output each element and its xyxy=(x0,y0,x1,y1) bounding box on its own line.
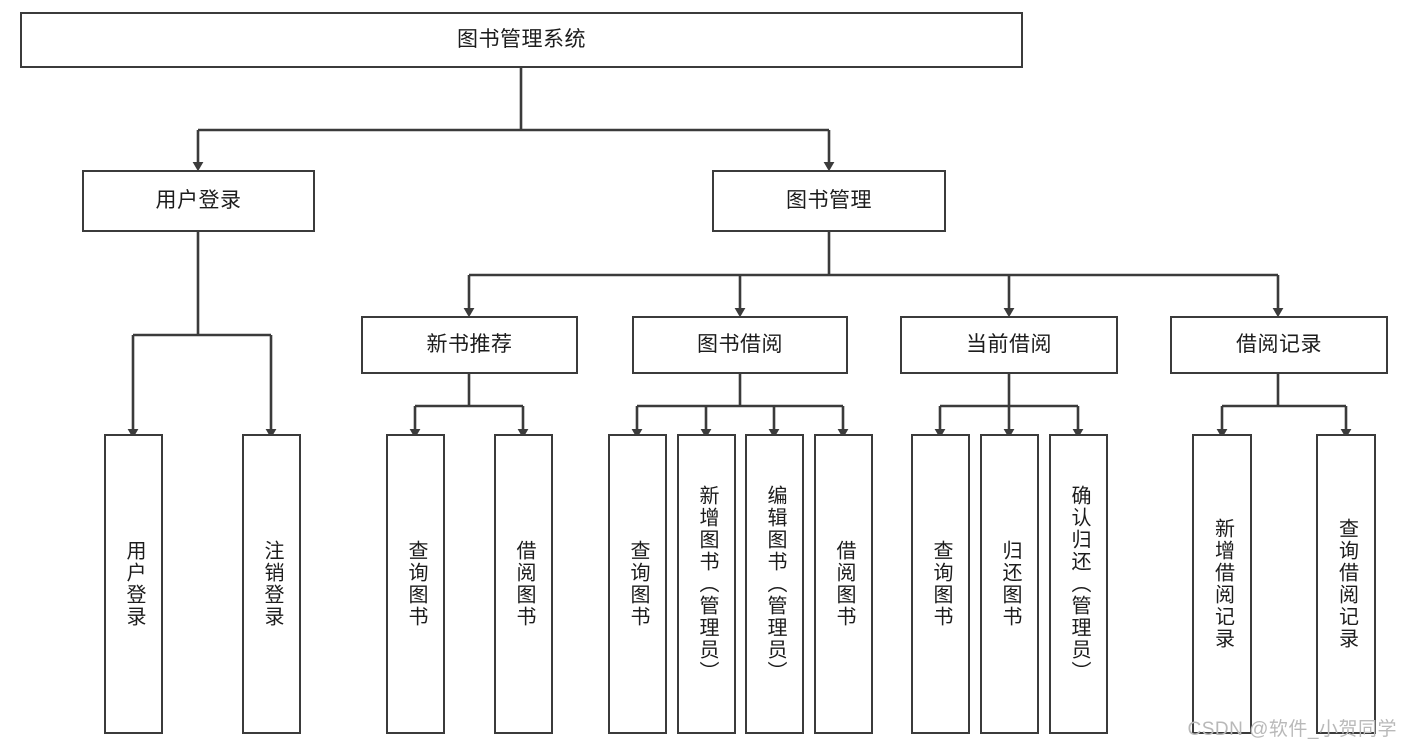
csdn-watermark: CSDN @软件_小贺同学 xyxy=(1187,719,1397,740)
leaf-borrow-book-2[interactable]: 借阅图书 xyxy=(814,434,873,734)
node-label: 借阅图书 xyxy=(833,540,855,628)
leaf-edit-book[interactable]: 编辑图书（管理员） xyxy=(745,434,804,734)
leaf-query-book-2[interactable]: 查询图书 xyxy=(608,434,667,734)
node-borrow-record[interactable]: 借阅记录 xyxy=(1170,316,1388,374)
node-label: 查询借阅记录 xyxy=(1335,518,1358,650)
node-label: 图书借阅 xyxy=(697,333,783,357)
node-label: 注销登录 xyxy=(261,540,283,628)
node-book-manage[interactable]: 图书管理 xyxy=(712,170,946,232)
node-root-book-management-system[interactable]: 图书管理系统 xyxy=(20,12,1023,68)
node-current-borrow[interactable]: 当前借阅 xyxy=(900,316,1118,374)
leaf-borrow-book-1[interactable]: 借阅图书 xyxy=(494,434,553,734)
node-label: 新增借阅记录 xyxy=(1211,518,1234,650)
node-new-book-recommend[interactable]: 新书推荐 xyxy=(361,316,578,374)
leaf-confirm-return[interactable]: 确认归还（管理员） xyxy=(1049,434,1108,734)
leaf-query-book-1[interactable]: 查询图书 xyxy=(386,434,445,734)
node-label: 当前借阅 xyxy=(966,333,1052,357)
node-label: 编辑图书（管理员） xyxy=(764,485,786,683)
leaf-query-borrow-record[interactable]: 查询借阅记录 xyxy=(1316,434,1376,734)
node-label: 确认归还（管理员） xyxy=(1068,485,1090,683)
leaf-user-login[interactable]: 用户登录 xyxy=(104,434,163,734)
leaf-add-book[interactable]: 新增图书（管理员） xyxy=(677,434,736,734)
node-label: 借阅图书 xyxy=(513,540,535,628)
node-label: 新书推荐 xyxy=(426,333,513,357)
node-label: 图书管理 xyxy=(786,189,872,213)
leaf-return-book[interactable]: 归还图书 xyxy=(980,434,1039,734)
node-label: 用户登录 xyxy=(123,540,145,628)
node-label: 查询图书 xyxy=(627,540,649,628)
node-label: 借阅记录 xyxy=(1236,333,1322,357)
node-label: 查询图书 xyxy=(930,540,952,628)
leaf-query-book-3[interactable]: 查询图书 xyxy=(911,434,970,734)
node-label: 新增图书（管理员） xyxy=(696,485,718,683)
leaf-logout-login[interactable]: 注销登录 xyxy=(242,434,301,734)
node-label: 图书管理系统 xyxy=(457,28,586,52)
node-label: 归还图书 xyxy=(999,540,1021,628)
node-label: 查询图书 xyxy=(405,540,427,628)
node-book-borrow[interactable]: 图书借阅 xyxy=(632,316,848,374)
leaf-add-borrow-record[interactable]: 新增借阅记录 xyxy=(1192,434,1252,734)
node-user-login[interactable]: 用户登录 xyxy=(82,170,315,232)
node-label: 用户登录 xyxy=(155,189,242,213)
